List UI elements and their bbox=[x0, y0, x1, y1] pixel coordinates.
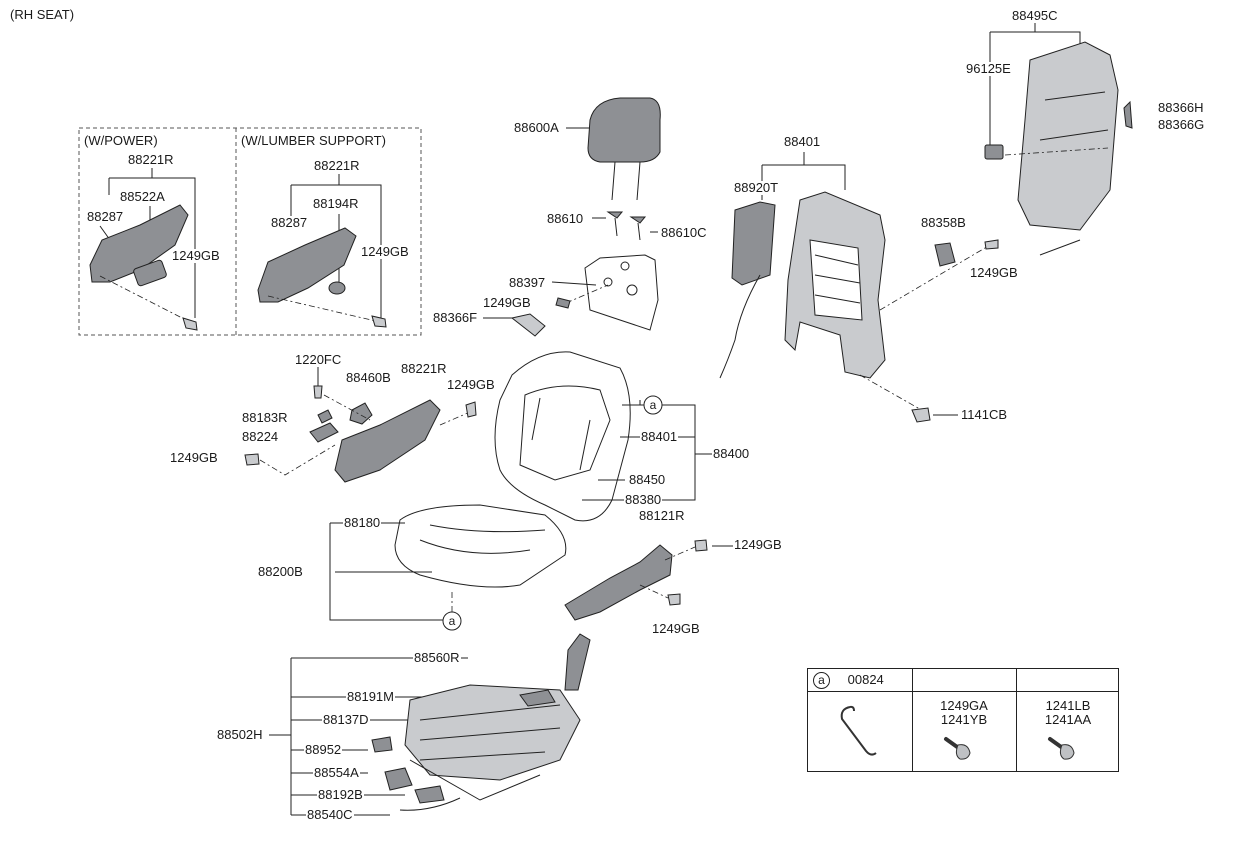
part-label-1141CB[interactable]: 1141CB bbox=[960, 407, 1009, 422]
part-label-88366F[interactable]: 88366F bbox=[432, 310, 479, 325]
part-label-88920T[interactable]: 88920T bbox=[733, 180, 780, 195]
part-label-96125E[interactable]: 96125E bbox=[965, 61, 1012, 76]
part-label-lumbar-1249GB[interactable]: 1249GB bbox=[360, 244, 410, 259]
side-shield bbox=[564, 539, 733, 621]
callout-a-cushion-circle bbox=[442, 611, 462, 631]
part-label-88502H[interactable]: 88502H bbox=[216, 727, 264, 742]
part-label-88400[interactable]: 88400 bbox=[712, 446, 751, 461]
legend-col2-code-2[interactable]: 1241YB bbox=[940, 712, 988, 727]
variant-power-heading: (W/POWER) bbox=[84, 133, 158, 148]
legend-table: a 00824 1249GA 1241YB 1241LB 1241AA bbox=[807, 668, 1119, 772]
tapping-screw-icon bbox=[944, 737, 971, 760]
legend-col-divider-1 bbox=[912, 669, 913, 771]
variant-box bbox=[78, 127, 422, 336]
legend-col-divider-2 bbox=[1016, 669, 1017, 771]
part-label-88366H[interactable]: 88366H bbox=[1157, 100, 1205, 115]
part-label-lumbar-88221R[interactable]: 88221R bbox=[313, 158, 361, 173]
part-label-88610C[interactable]: 88610C bbox=[660, 225, 708, 240]
part-label-88540C[interactable]: 88540C bbox=[306, 807, 354, 822]
bracket-88358B bbox=[934, 239, 999, 267]
legend-divider bbox=[808, 691, 1118, 692]
part-label-88380[interactable]: 88380 bbox=[624, 492, 663, 507]
screw-icon bbox=[1048, 737, 1075, 760]
seatback-cover bbox=[494, 351, 712, 522]
part-label-lumbar-88194R[interactable]: 88194R bbox=[312, 196, 360, 211]
legend-code[interactable]: 00824 bbox=[847, 672, 884, 687]
power-side-trim bbox=[89, 204, 198, 331]
part-label-88121R[interactable]: 88121R bbox=[638, 508, 686, 523]
back-frame bbox=[719, 152, 991, 423]
part-label-lumbar-88287[interactable]: 88287 bbox=[270, 215, 309, 230]
back-panel-upper bbox=[483, 254, 659, 337]
part-label-88560R[interactable]: 88560R bbox=[413, 650, 461, 665]
legend-col3-code-2[interactable]: 1241AA bbox=[1044, 712, 1092, 727]
part-label-88192B[interactable]: 88192B bbox=[317, 787, 364, 802]
part-label-1249GB-121b[interactable]: 1249GB bbox=[651, 621, 701, 636]
callout-a-back[interactable]: a bbox=[649, 398, 657, 412]
headrest bbox=[566, 97, 661, 201]
part-label-88224[interactable]: 88224 bbox=[241, 429, 280, 444]
part-label-power-88221R[interactable]: 88221R bbox=[127, 152, 175, 167]
legend-col3-code-1[interactable]: 1241LB bbox=[1045, 698, 1091, 713]
headrest-guides bbox=[592, 211, 658, 241]
legend-col3-codes: 1241LB 1241AA bbox=[1016, 699, 1120, 727]
part-label-88401-frame[interactable]: 88401 bbox=[783, 134, 822, 149]
part-label-88495C[interactable]: 88495C bbox=[1011, 8, 1059, 23]
part-label-88401-back[interactable]: 88401 bbox=[640, 429, 679, 444]
part-label-1249GB-head[interactable]: 1249GB bbox=[482, 295, 532, 310]
back-shell bbox=[984, 22, 1133, 256]
part-label-88460B[interactable]: 88460B bbox=[345, 370, 392, 385]
part-label-88137D[interactable]: 88137D bbox=[322, 712, 370, 727]
part-label-88180[interactable]: 88180 bbox=[343, 515, 382, 530]
part-label-power-1249GB[interactable]: 1249GB bbox=[171, 248, 221, 263]
part-label-88952[interactable]: 88952 bbox=[304, 742, 343, 757]
lumbar-side-trim bbox=[257, 227, 387, 328]
callout-a-back-circle bbox=[643, 395, 663, 415]
part-label-88200B[interactable]: 88200B bbox=[257, 564, 304, 579]
part-label-1249GB-right[interactable]: 1249GB bbox=[969, 265, 1019, 280]
part-label-power-88287[interactable]: 88287 bbox=[86, 209, 125, 224]
part-label-1220FC[interactable]: 1220FC bbox=[294, 352, 343, 367]
part-label-1249GB-121a[interactable]: 1249GB bbox=[733, 537, 783, 552]
part-label-88358B[interactable]: 88358B bbox=[920, 215, 967, 230]
legend-circle-a: a bbox=[813, 672, 830, 689]
part-label-88191M[interactable]: 88191M bbox=[346, 689, 395, 704]
clip-icon bbox=[840, 705, 877, 756]
part-label-88221R[interactable]: 88221R bbox=[400, 361, 448, 376]
part-label-88554A[interactable]: 88554A bbox=[313, 765, 360, 780]
legend-header: a 00824 bbox=[813, 672, 884, 689]
side-cover-trim bbox=[244, 365, 477, 483]
part-label-88600A[interactable]: 88600A bbox=[513, 120, 560, 135]
part-label-power-88522A[interactable]: 88522A bbox=[119, 189, 166, 204]
part-label-1249GB-left[interactable]: 1249GB bbox=[169, 450, 219, 465]
part-label-88397[interactable]: 88397 bbox=[508, 275, 547, 290]
part-label-88450[interactable]: 88450 bbox=[628, 472, 667, 487]
part-label-88366G[interactable]: 88366G bbox=[1157, 117, 1206, 132]
part-label-1249GB-cover[interactable]: 1249GB bbox=[446, 377, 496, 392]
part-label-88610[interactable]: 88610 bbox=[546, 211, 585, 226]
legend-col2-codes: 1249GA 1241YB bbox=[912, 699, 1016, 727]
callout-a-cushion[interactable]: a bbox=[448, 614, 456, 628]
legend-col2-code-1[interactable]: 1249GA bbox=[940, 698, 988, 713]
variant-lumbar-heading: (W/LUMBER SUPPORT) bbox=[241, 133, 386, 148]
diagram-title: (RH SEAT) bbox=[10, 7, 75, 22]
seat-cushion bbox=[329, 504, 567, 621]
part-label-88183R[interactable]: 88183R bbox=[241, 410, 289, 425]
